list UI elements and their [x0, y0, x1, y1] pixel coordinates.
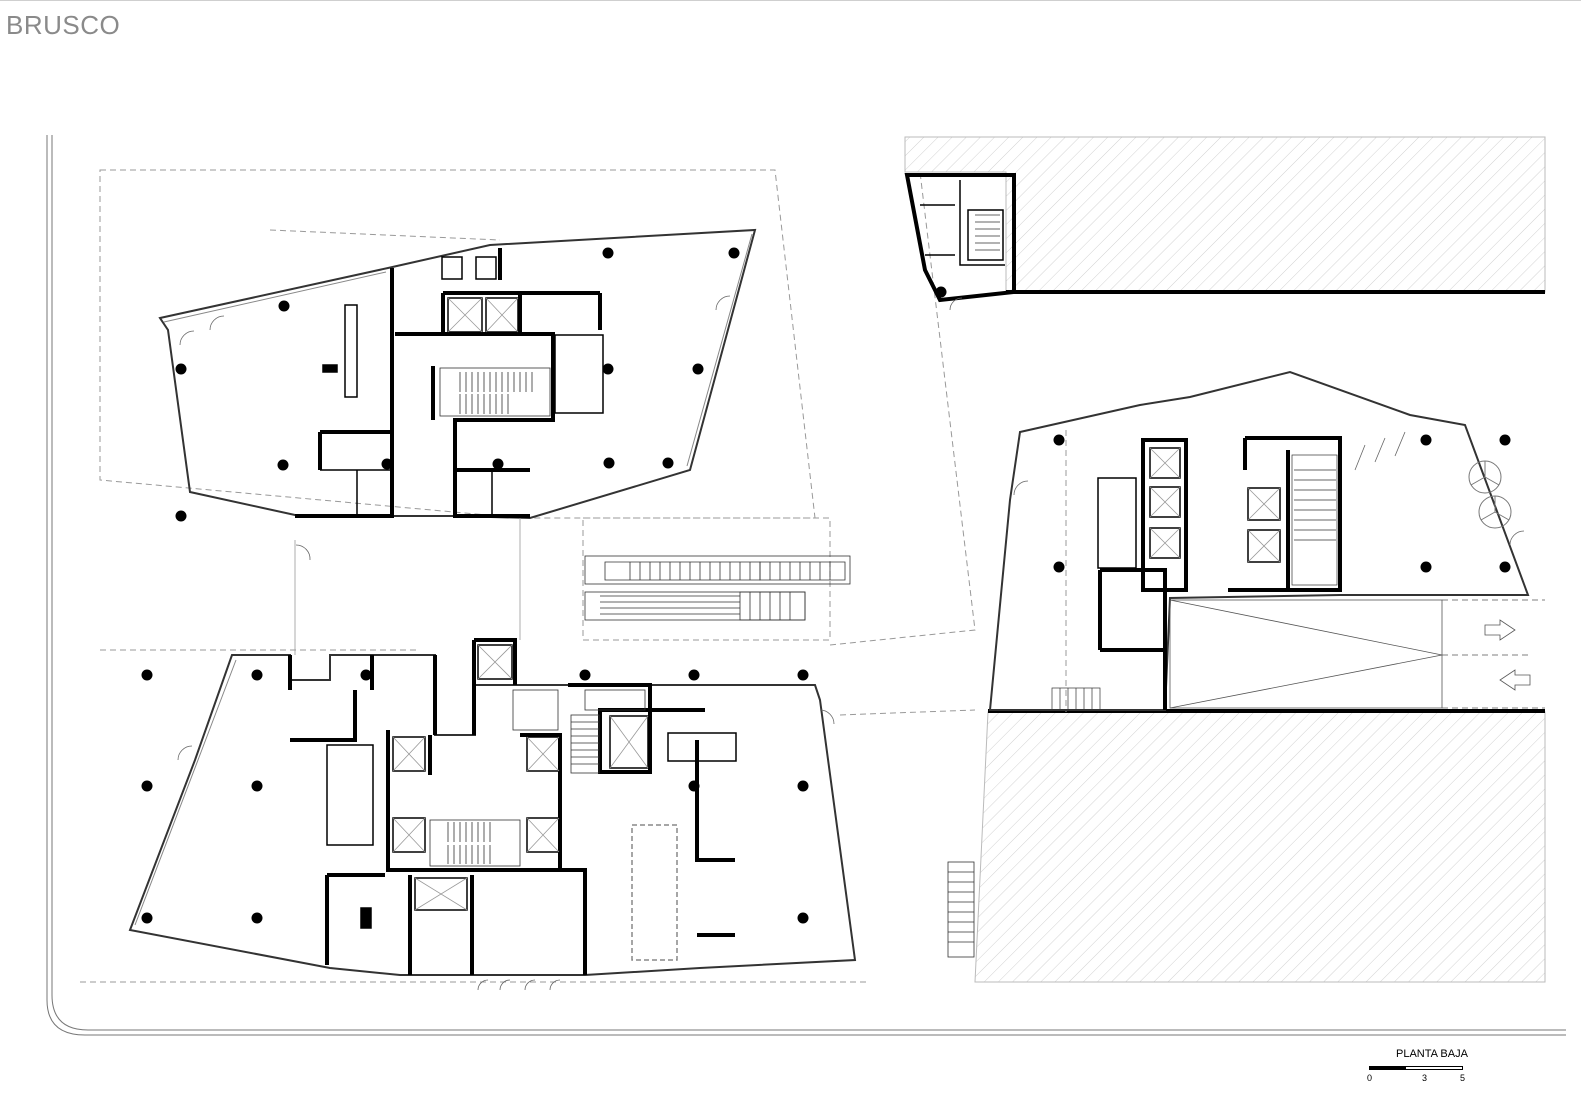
sheet-title: BRUSCO: [6, 10, 121, 40]
lot-lines: [80, 169, 1067, 983]
site-boundary: [46, 135, 1566, 1036]
door-swings: [177, 295, 1525, 991]
scale-tick-3: 3: [1422, 1073, 1428, 1083]
northeast-kiosk: [904, 173, 1016, 303]
scale-tick-0: 0: [1367, 1073, 1373, 1083]
scale-bar: [1369, 1066, 1463, 1070]
east-building: [988, 370, 1545, 711]
structural-columns: [141, 247, 1511, 924]
scale-tick-5: 5: [1460, 1073, 1466, 1083]
north-building: [158, 228, 757, 520]
hatched-neighbor-areas: [904, 136, 1546, 983]
south-building: [128, 638, 857, 976]
sheet-top-border: [0, 0, 1581, 1]
plan-label: PLANTA BAJA: [1396, 1048, 1468, 1060]
central-ramps: [294, 518, 851, 655]
exterior-stair: [947, 861, 975, 958]
